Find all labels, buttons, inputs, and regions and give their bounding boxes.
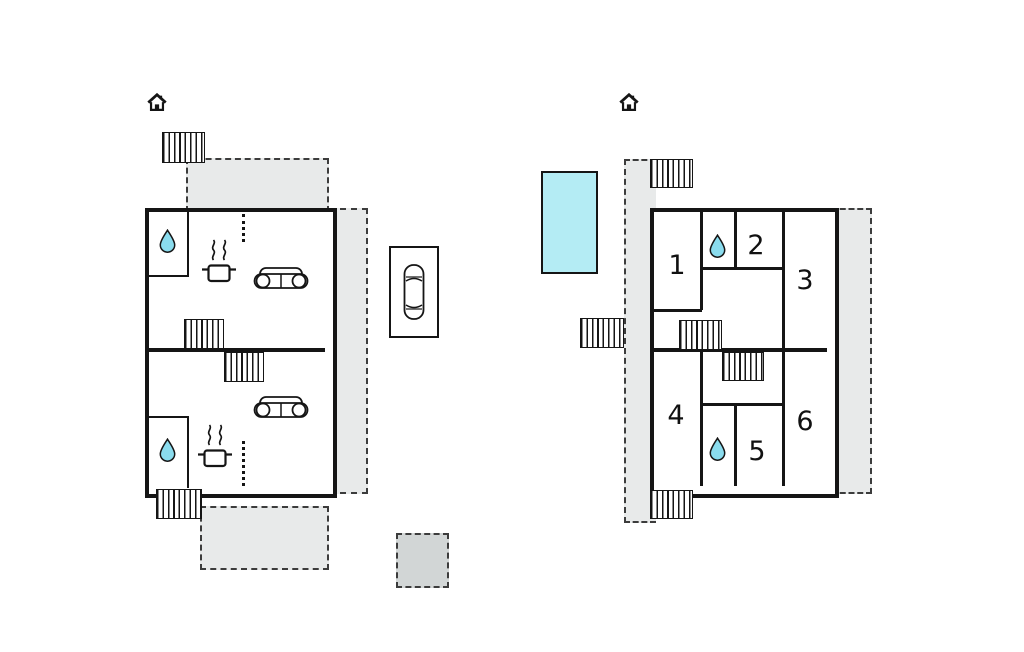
stove-pot-icon [198,424,232,468]
interior-wall [149,348,325,352]
door-dotted-line [242,214,245,242]
room-number-1: 1 [668,250,686,281]
stove-pot-icon [202,239,236,283]
stairs-icon [679,320,722,350]
stairs-icon [580,318,624,348]
covered-area-bottom [200,506,329,570]
interior-wall [734,406,737,486]
interior-wall [700,267,785,270]
stairs-icon [650,159,693,188]
bathroom-lower [149,416,189,488]
stairs-icon [184,319,224,350]
swimming-pool [541,171,598,274]
interior-wall [734,212,737,270]
house-icon [619,92,639,111]
stairs-icon [224,352,264,382]
water-drop-icon [159,229,176,253]
sofa-icon [253,267,309,289]
interior-wall [654,348,827,352]
bathroom-upper [149,212,189,277]
house-icon [147,92,167,111]
room-number-3: 3 [796,265,814,296]
interior-wall [700,212,703,310]
door-dotted-line [242,441,245,486]
room-number-5: 5 [748,436,766,467]
carport [389,246,439,338]
room-number-6: 6 [796,406,814,437]
covered-area-top [186,158,329,212]
car-icon [403,264,425,320]
interior-wall [700,352,703,486]
water-drop-icon [159,438,176,462]
water-drop-icon [709,234,726,258]
sofa-icon [253,396,309,418]
stairs-icon [156,489,202,519]
water-drop-icon [709,437,726,461]
patio-area [396,533,449,588]
room-number-2: 2 [747,230,765,261]
stairs-icon [162,132,205,163]
interior-wall [700,403,785,406]
stairs-icon [722,352,764,381]
interior-wall [654,309,702,312]
room-number-4: 4 [667,400,685,431]
stairs-icon [650,490,693,519]
building-left [145,208,337,498]
